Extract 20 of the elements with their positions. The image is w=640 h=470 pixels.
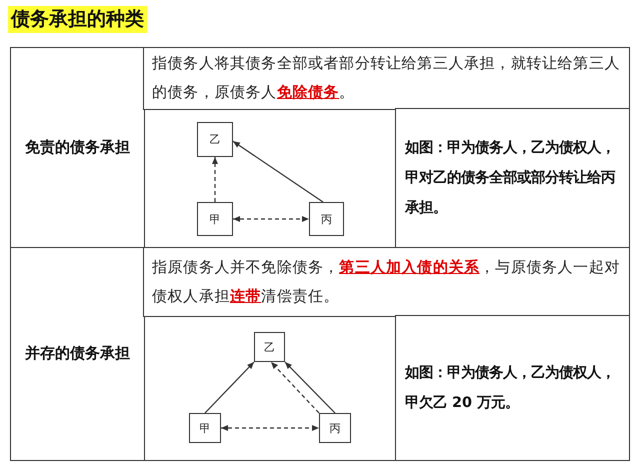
node-box: 丙 (319, 413, 351, 443)
arrow (232, 140, 324, 202)
definition-cell: 指债务人将其债务全部或者部分转让给第三人承担，就转让给第三人的债务，原债务人免除债务。 (143, 47, 630, 110)
node-box: 丙 (309, 202, 344, 236)
arrow (204, 362, 254, 414)
definition-cell: 指原债务人并不免除债务，第三人加入债的关系，与原债务人一起对债权人承担连带清偿责任。 (143, 247, 630, 316)
heading-cell: 并存的债务承担 (10, 247, 144, 460)
heading-cell: 免责的债务承担 (10, 47, 144, 248)
dashed-arrow (212, 157, 218, 202)
dashed-double-arrow (221, 425, 319, 431)
example-cell: 如图：甲为债务人，乙为债权人，甲对乙的债务全部或部分转让给丙承担。 (395, 108, 630, 248)
title: 债务承担的种类 (8, 6, 147, 33)
node-box: 乙 (254, 332, 285, 362)
example-cell: 如图：甲为债务人，乙为债权人，甲欠乙 20 万元。 (395, 315, 630, 460)
node-box: 乙 (197, 122, 233, 157)
arrow (284, 362, 336, 414)
dashed-arrow (270, 362, 320, 414)
node-box: 甲 (189, 413, 221, 443)
node-box: 甲 (197, 202, 233, 236)
dashed-double-arrow (233, 216, 309, 222)
